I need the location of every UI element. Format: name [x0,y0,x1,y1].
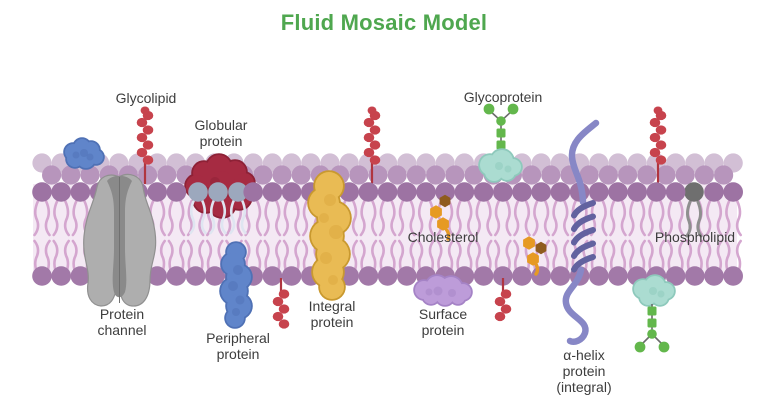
surface-protein-shape [413,274,473,307]
glycolipid-chain [649,106,667,184]
glycolipid-chain [272,278,290,329]
label-glycolipid: Glycolipid [115,90,177,106]
protein-channel-shape [83,173,157,307]
phospholipid-shape [684,182,704,238]
glycolipid-chain [136,106,154,184]
glycolipid-chain [363,106,381,184]
peripheral-protein-shape [219,241,253,329]
glycolipid-chain [494,278,512,322]
glycoprotein-shape [632,274,676,353]
glycoprotein-blob [632,274,676,307]
cholesterol-molecule [523,236,547,276]
label-peripheral-protein: Peripheral protein [206,330,270,362]
diagram-title: Fluid Mosaic Model [280,10,488,35]
glycoprotein-blob [478,148,523,183]
integral-protein-shape [307,170,352,301]
label-phospholipid: Phospholipid [654,229,736,245]
alpha-helix-shape [562,119,600,345]
label-protein-channel: Protein channel [97,306,147,338]
surface-blob-shape [63,137,105,170]
label-integral-protein: Integral protein [308,298,356,330]
label-globular-protein: Globular protein [194,117,248,149]
label-surface-protein: Surface protein [418,306,468,338]
glycoprotein-shape [478,103,523,183]
label-cholesterol: Cholesterol [407,229,479,245]
label-alpha-helix-protein: α-helix protein (integral) [556,347,612,395]
label-glycoprotein: Glycoprotein [463,89,543,105]
gray-phospholipid-heads [188,182,248,235]
cholesterol-molecule [430,194,451,241]
